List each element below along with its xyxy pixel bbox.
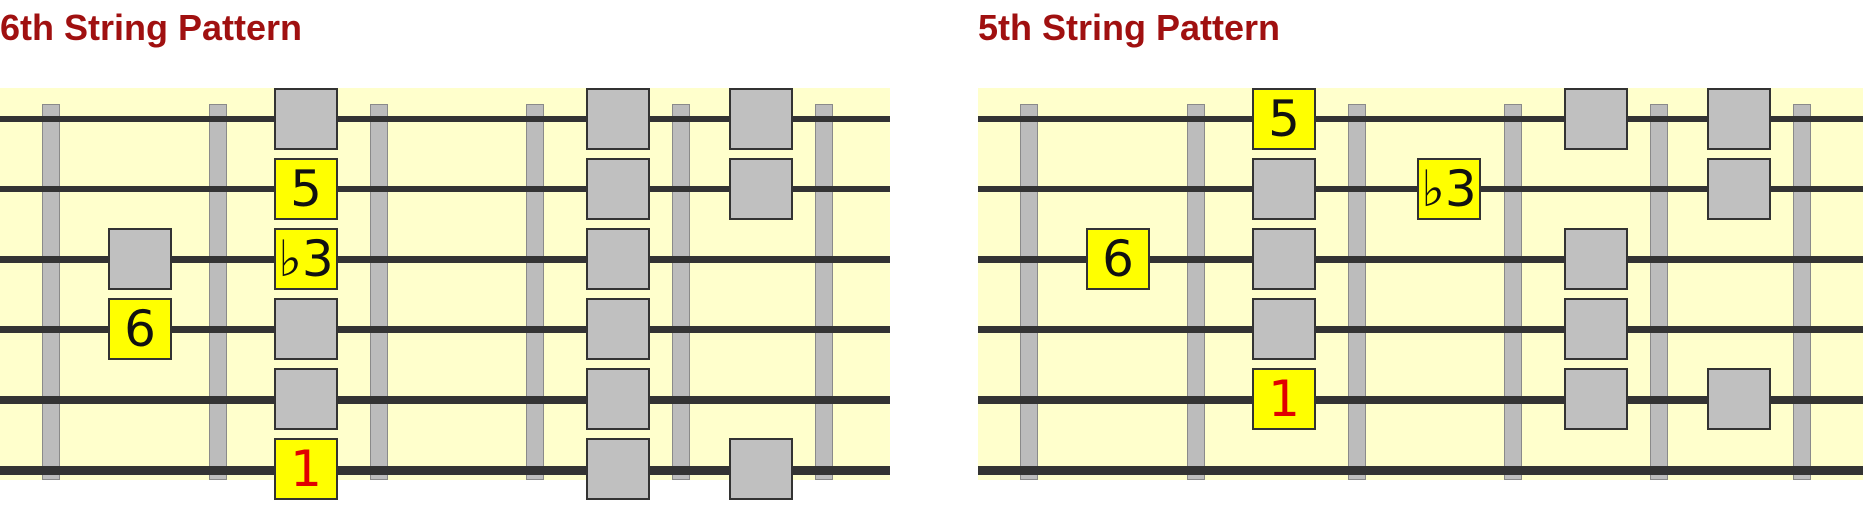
scale-note-marker xyxy=(729,158,793,220)
scale-note-marker xyxy=(1252,228,1316,290)
root-note-marker: 1 xyxy=(274,438,338,500)
scale-note-marker xyxy=(1564,88,1628,150)
scale-note-marker xyxy=(1707,158,1771,220)
fret-wire xyxy=(1650,104,1668,480)
interval-note-marker: 6 xyxy=(1086,228,1150,290)
note-label: ♭3 xyxy=(278,230,334,288)
fretboard: 5 ♭3 6 1 xyxy=(978,88,1863,480)
guitar-string xyxy=(0,186,890,192)
diagram-6th-string-pattern: 6th String Pattern 5 ♭3 6 1 xyxy=(0,0,890,506)
scale-note-marker xyxy=(1707,88,1771,150)
scale-note-marker xyxy=(586,438,650,500)
note-label: ♭3 xyxy=(1421,160,1477,218)
guitar-string xyxy=(0,256,890,263)
scale-note-marker xyxy=(586,228,650,290)
fret-wire xyxy=(526,104,544,480)
scale-note-marker xyxy=(1252,158,1316,220)
scale-note-marker xyxy=(729,88,793,150)
note-label: 6 xyxy=(1102,230,1134,288)
note-label: 5 xyxy=(1268,90,1300,148)
fret-wire xyxy=(1504,104,1522,480)
note-label: 6 xyxy=(124,300,156,358)
guitar-string xyxy=(0,116,890,122)
scale-note-marker xyxy=(1564,368,1628,430)
interval-note-marker: 5 xyxy=(274,158,338,220)
guitar-string xyxy=(978,466,1863,475)
note-label: 5 xyxy=(290,160,322,218)
fret-wire xyxy=(209,104,227,480)
interval-note-marker: ♭3 xyxy=(1417,158,1481,220)
scale-note-marker xyxy=(274,88,338,150)
root-note-marker: 1 xyxy=(1252,368,1316,430)
scale-note-marker xyxy=(729,438,793,500)
scale-note-marker xyxy=(1564,228,1628,290)
note-label: 1 xyxy=(290,440,322,498)
fretboard: 5 ♭3 6 1 xyxy=(0,88,890,500)
fret-wire xyxy=(672,104,690,480)
fret-wire xyxy=(1348,104,1366,480)
scale-note-marker xyxy=(1252,298,1316,360)
fret-wire xyxy=(1187,104,1205,480)
interval-note-marker: 5 xyxy=(1252,88,1316,150)
pattern-title: 6th String Pattern xyxy=(0,7,303,48)
guitar-string xyxy=(0,466,890,475)
scale-note-marker xyxy=(274,368,338,430)
scale-note-marker xyxy=(274,298,338,360)
scale-note-marker xyxy=(108,228,172,290)
pattern-title: 5th String Pattern xyxy=(978,7,1281,48)
fret-wire xyxy=(370,104,388,480)
fret-wire xyxy=(42,104,60,480)
scale-note-marker xyxy=(586,88,650,150)
guitar-string xyxy=(978,396,1863,404)
fret-wire xyxy=(1793,104,1811,480)
interval-note-marker: ♭3 xyxy=(274,228,338,290)
fret-wire xyxy=(1020,104,1038,480)
scale-note-marker xyxy=(586,368,650,430)
guitar-string xyxy=(978,116,1863,122)
interval-note-marker: 6 xyxy=(108,298,172,360)
guitar-string xyxy=(0,396,890,404)
scale-note-marker xyxy=(1707,368,1771,430)
scale-note-marker xyxy=(586,158,650,220)
note-label: 1 xyxy=(1268,370,1300,428)
guitar-string xyxy=(978,326,1863,333)
guitar-string xyxy=(978,256,1863,263)
scale-note-marker xyxy=(1564,298,1628,360)
guitar-string xyxy=(0,326,890,333)
scale-note-marker xyxy=(586,298,650,360)
fret-wire xyxy=(815,104,833,480)
diagram-5th-string-pattern: 5th String Pattern 5 ♭3 6 1 xyxy=(978,0,1863,506)
